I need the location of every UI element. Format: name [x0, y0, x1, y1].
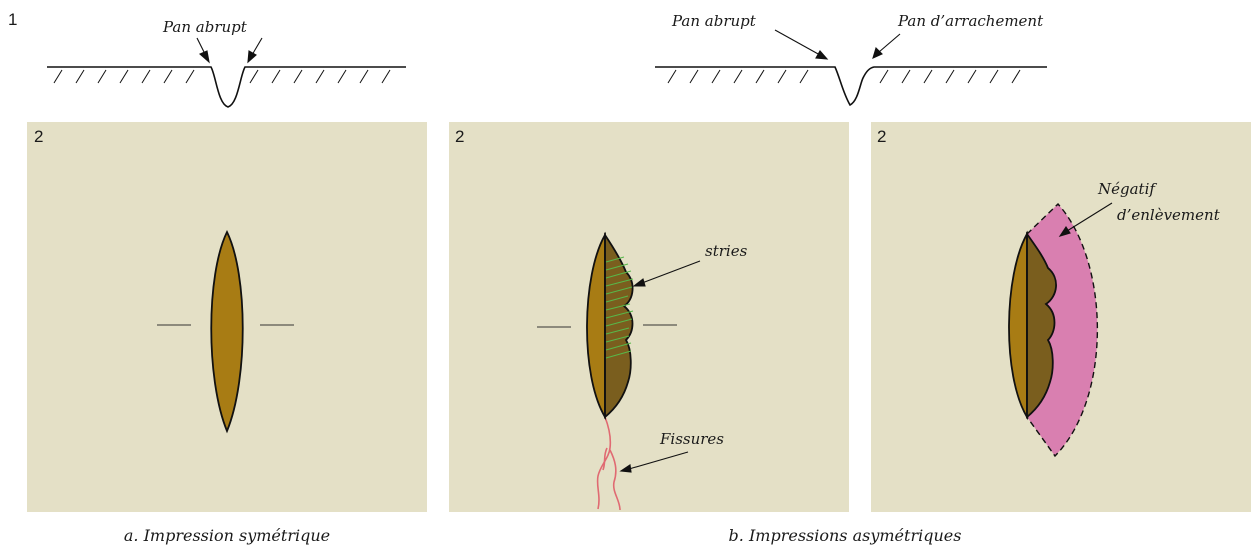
asymmetric-profile-line — [655, 66, 1047, 107]
negatif-impression-right-half — [1026, 231, 1057, 419]
stries-arrow — [632, 260, 701, 287]
asymmetric-profile-arrows — [774, 29, 901, 60]
negatif-arrow — [1058, 202, 1113, 237]
panel-symmetric-number: 2 — [34, 127, 43, 146]
panel-asymmetric-negatif: 2 Négatif d’enlèvement — [871, 122, 1251, 512]
negatif-impression-left-half — [1008, 230, 1028, 421]
stries — [605, 256, 634, 359]
symmetric-impression-shape — [210, 229, 244, 434]
panel-asymmetric-stries: 2 stries — [449, 122, 849, 512]
panel-negatif-number: 2 — [877, 127, 886, 146]
stries-impression-left-half — [586, 231, 606, 421]
panel-stries-number: 2 — [455, 127, 464, 146]
symmetric-pan-abrupt-label: Pan abrupt — [162, 18, 248, 36]
negatif-label-line1: Négatif — [1097, 180, 1157, 198]
stries-label: stries — [705, 242, 748, 260]
fissure-line — [602, 447, 608, 471]
fissures-label: Fissures — [659, 430, 724, 448]
symmetric-ground-hatching — [53, 69, 391, 84]
caption-symmetric: a. Impression symétrique — [124, 526, 330, 545]
asymmetric-ground-hatching — [667, 69, 1021, 84]
arrow-pan-abrupt-shaft — [774, 29, 821, 56]
arrow-right-head — [247, 50, 257, 64]
pan-arrachement-label: Pan d’arrachement — [897, 12, 1044, 30]
arrow-arrachement-head — [872, 46, 883, 59]
asymmetric-profile — [655, 66, 1047, 107]
arrow-arrachement-shaft — [878, 33, 901, 53]
fissures — [596, 416, 621, 511]
symmetric-pan-abrupt-arrows — [196, 37, 263, 64]
symmetric-profile — [47, 66, 406, 108]
caption-asymmetric: b. Impressions asymétriques — [729, 526, 962, 545]
negatif-enlevement-outline — [1026, 202, 1099, 458]
arrow-pan-abrupt-head — [815, 50, 829, 60]
arrow-right-shaft — [251, 37, 263, 56]
fissures-arrow — [619, 451, 689, 473]
symmetric-profile-line — [47, 66, 406, 108]
part1-number: 1 — [8, 10, 17, 29]
fissure-line — [609, 449, 621, 511]
panel-symmetric: 2 — [27, 122, 427, 512]
panel-stries-background — [449, 122, 849, 512]
arrow-left-head — [198, 50, 210, 64]
asymmetric-pan-abrupt-label: Pan abrupt — [671, 12, 757, 30]
negatif-label-line2: d’enlèvement — [1117, 206, 1221, 224]
